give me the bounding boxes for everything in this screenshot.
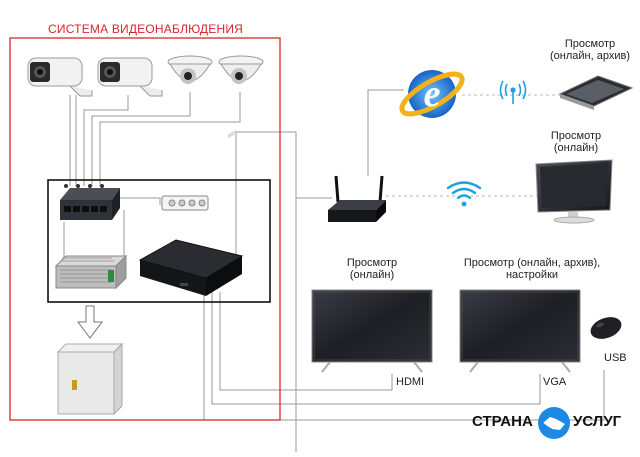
cable-switch-strip <box>112 197 161 205</box>
equipment-frame <box>47 179 271 303</box>
tablet-icon <box>558 75 634 110</box>
brand-logo: СТРАНА УСЛУГ <box>472 405 637 441</box>
viewer-tablet-line-2: (онлайн, архив) <box>550 50 630 62</box>
cable-vga <box>211 292 541 405</box>
nvr-icon <box>138 129 244 296</box>
viewer-tv-vga-label: Просмотр (онлайн, архив), настройки <box>462 257 602 281</box>
viewer-monitor-line-2: (онлайн) <box>553 142 599 154</box>
monitor-icon <box>535 159 613 224</box>
system-frame <box>9 37 281 421</box>
tv-icon <box>311 289 433 373</box>
cable-camera-4 <box>99 92 241 186</box>
mouse-icon <box>590 317 622 339</box>
port-hdmi-label: HDMI <box>396 376 425 388</box>
system-title: СИСТЕМА ВИДЕОНАБЛЮДЕНИЯ <box>48 22 244 36</box>
wifi-icon <box>499 80 527 104</box>
ip-camera-icon <box>27 57 93 97</box>
cable-hdmi <box>219 292 393 391</box>
dome-camera-icon <box>218 55 264 84</box>
power-supply-icon <box>54 254 128 290</box>
cabinet-icon <box>56 342 124 416</box>
dome-camera-icon <box>167 55 213 84</box>
router-icon <box>328 175 386 222</box>
svg-text:e: e <box>424 73 441 115</box>
viewer-monitor-line-1: Просмотр <box>550 130 602 142</box>
port-usb-label: USB <box>604 352 627 364</box>
handshake-icon <box>538 407 570 439</box>
port-vga-label: VGA <box>543 376 567 388</box>
cable-router-internet <box>367 89 404 176</box>
cable-camera-2 <box>83 95 129 186</box>
wifi-icon <box>446 181 482 207</box>
viewer-tv-vga-line-1: Просмотр (онлайн, архив), <box>463 257 601 269</box>
viewer-tv-hdmi-label: Просмотр (онлайн) <box>328 257 416 281</box>
brand-logo-left: СТРАНА <box>472 413 533 430</box>
viewer-monitor-label: Просмотр (онлайн) <box>528 130 624 154</box>
wires <box>63 89 605 452</box>
tv-icon <box>459 289 581 373</box>
power-strip-icon <box>161 195 209 211</box>
viewer-tv-vga-line-2: настройки <box>505 269 559 281</box>
internet-explorer-icon: e <box>399 70 465 118</box>
viewer-tv-hdmi-line-2: (онлайн) <box>349 269 395 281</box>
cable-usb <box>203 292 605 421</box>
cable-camera-3 <box>91 92 191 186</box>
brand-logo-right: УСЛУГ <box>573 413 622 430</box>
ip-camera-icon <box>97 57 163 97</box>
wireless-links <box>386 94 560 197</box>
viewer-tablet-label: Просмотр (онлайн, архив) <box>540 38 640 62</box>
viewer-tablet-line-1: Просмотр <box>564 38 616 50</box>
cable-nvr-router <box>235 131 297 452</box>
viewer-tv-hdmi-line-1: Просмотр <box>346 257 398 269</box>
switch-icon <box>60 184 120 220</box>
arrow-down-icon <box>77 305 103 339</box>
